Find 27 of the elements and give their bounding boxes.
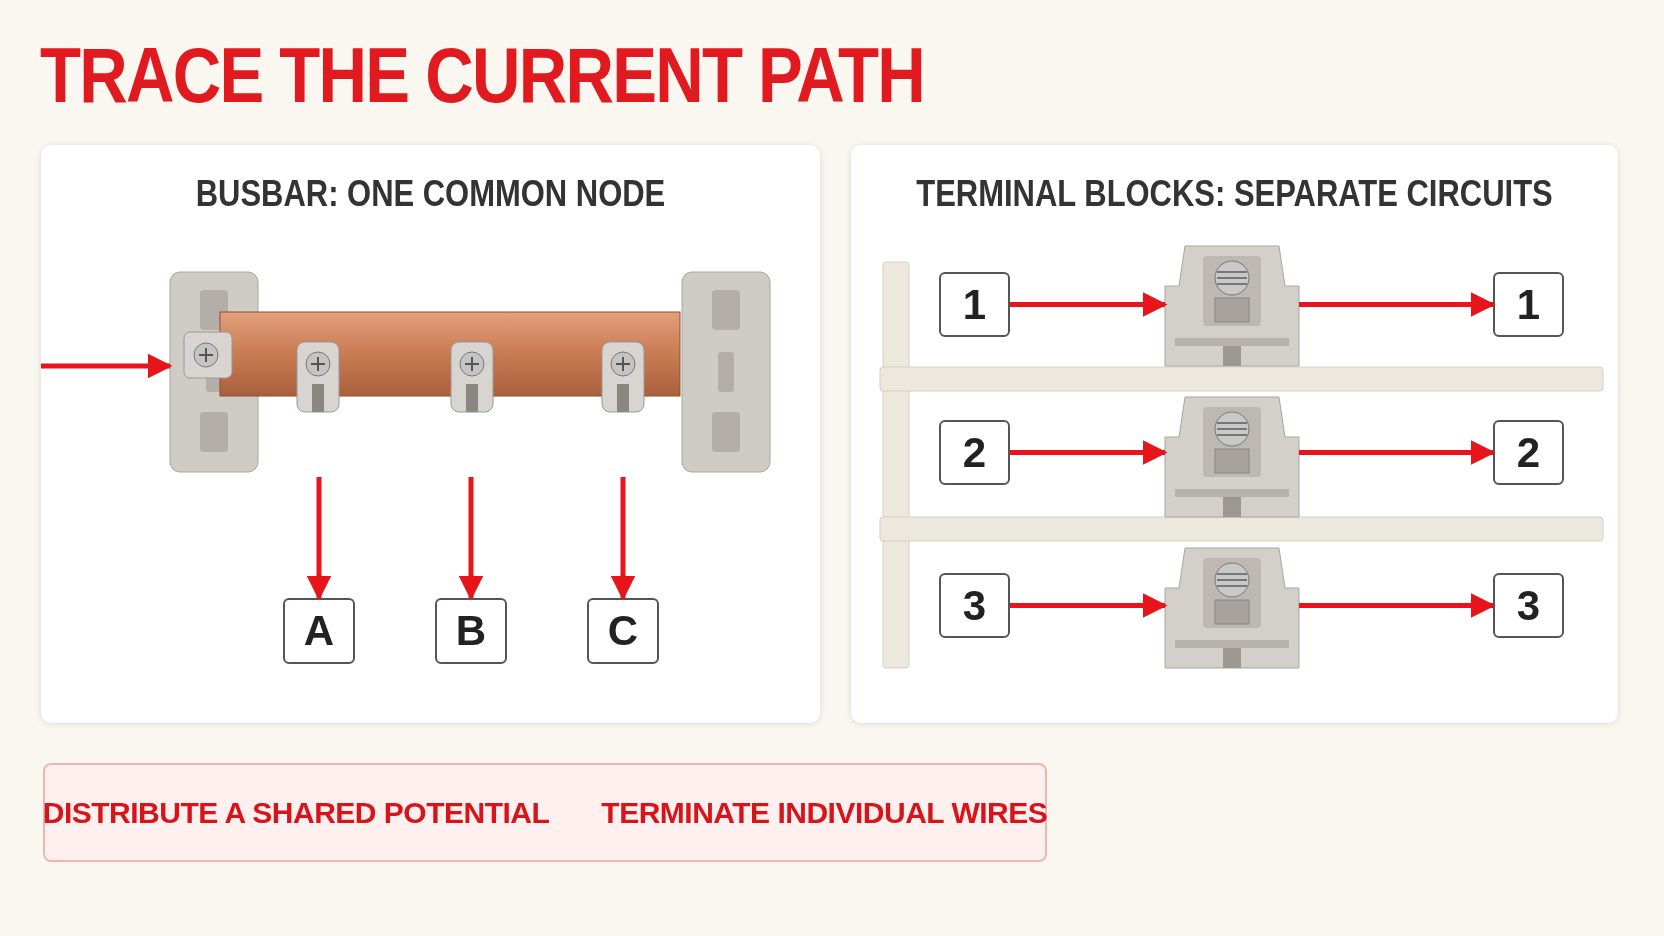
arrow (41, 353, 173, 379)
page-title: TRACE THE CURRENT PATH (40, 30, 924, 121)
label-box: A (283, 598, 355, 664)
label-box: 2 (939, 420, 1010, 485)
banner-text: TERMINATE INDIVIDUAL WIRES (601, 795, 1048, 830)
summary-banner (43, 763, 1047, 862)
label-box: 3 (1493, 573, 1564, 638)
arrow (1010, 292, 1168, 317)
label-box: 3 (939, 573, 1010, 638)
panel-card (41, 145, 820, 723)
label-box: C (587, 598, 659, 664)
banner-text: DISTRIBUTE A SHARED POTENTIAL (42, 795, 550, 830)
arrow (458, 477, 484, 601)
panel-heading: TERMINAL BLOCKS: SEPARATE CIRCUITS (915, 173, 1554, 215)
arrow (1299, 292, 1496, 317)
label-box: 1 (1493, 272, 1564, 337)
arrow (306, 477, 332, 601)
panel-card (851, 145, 1618, 723)
arrow (1299, 593, 1496, 618)
label-box: 1 (939, 272, 1010, 337)
arrow (1299, 440, 1496, 465)
arrow (610, 477, 636, 601)
arrow (1010, 440, 1168, 465)
panel-heading: BUSBAR: ONE COMMON NODE (194, 173, 667, 215)
arrow (1010, 593, 1168, 618)
label-box: B (435, 598, 507, 664)
label-box: 2 (1493, 420, 1564, 485)
